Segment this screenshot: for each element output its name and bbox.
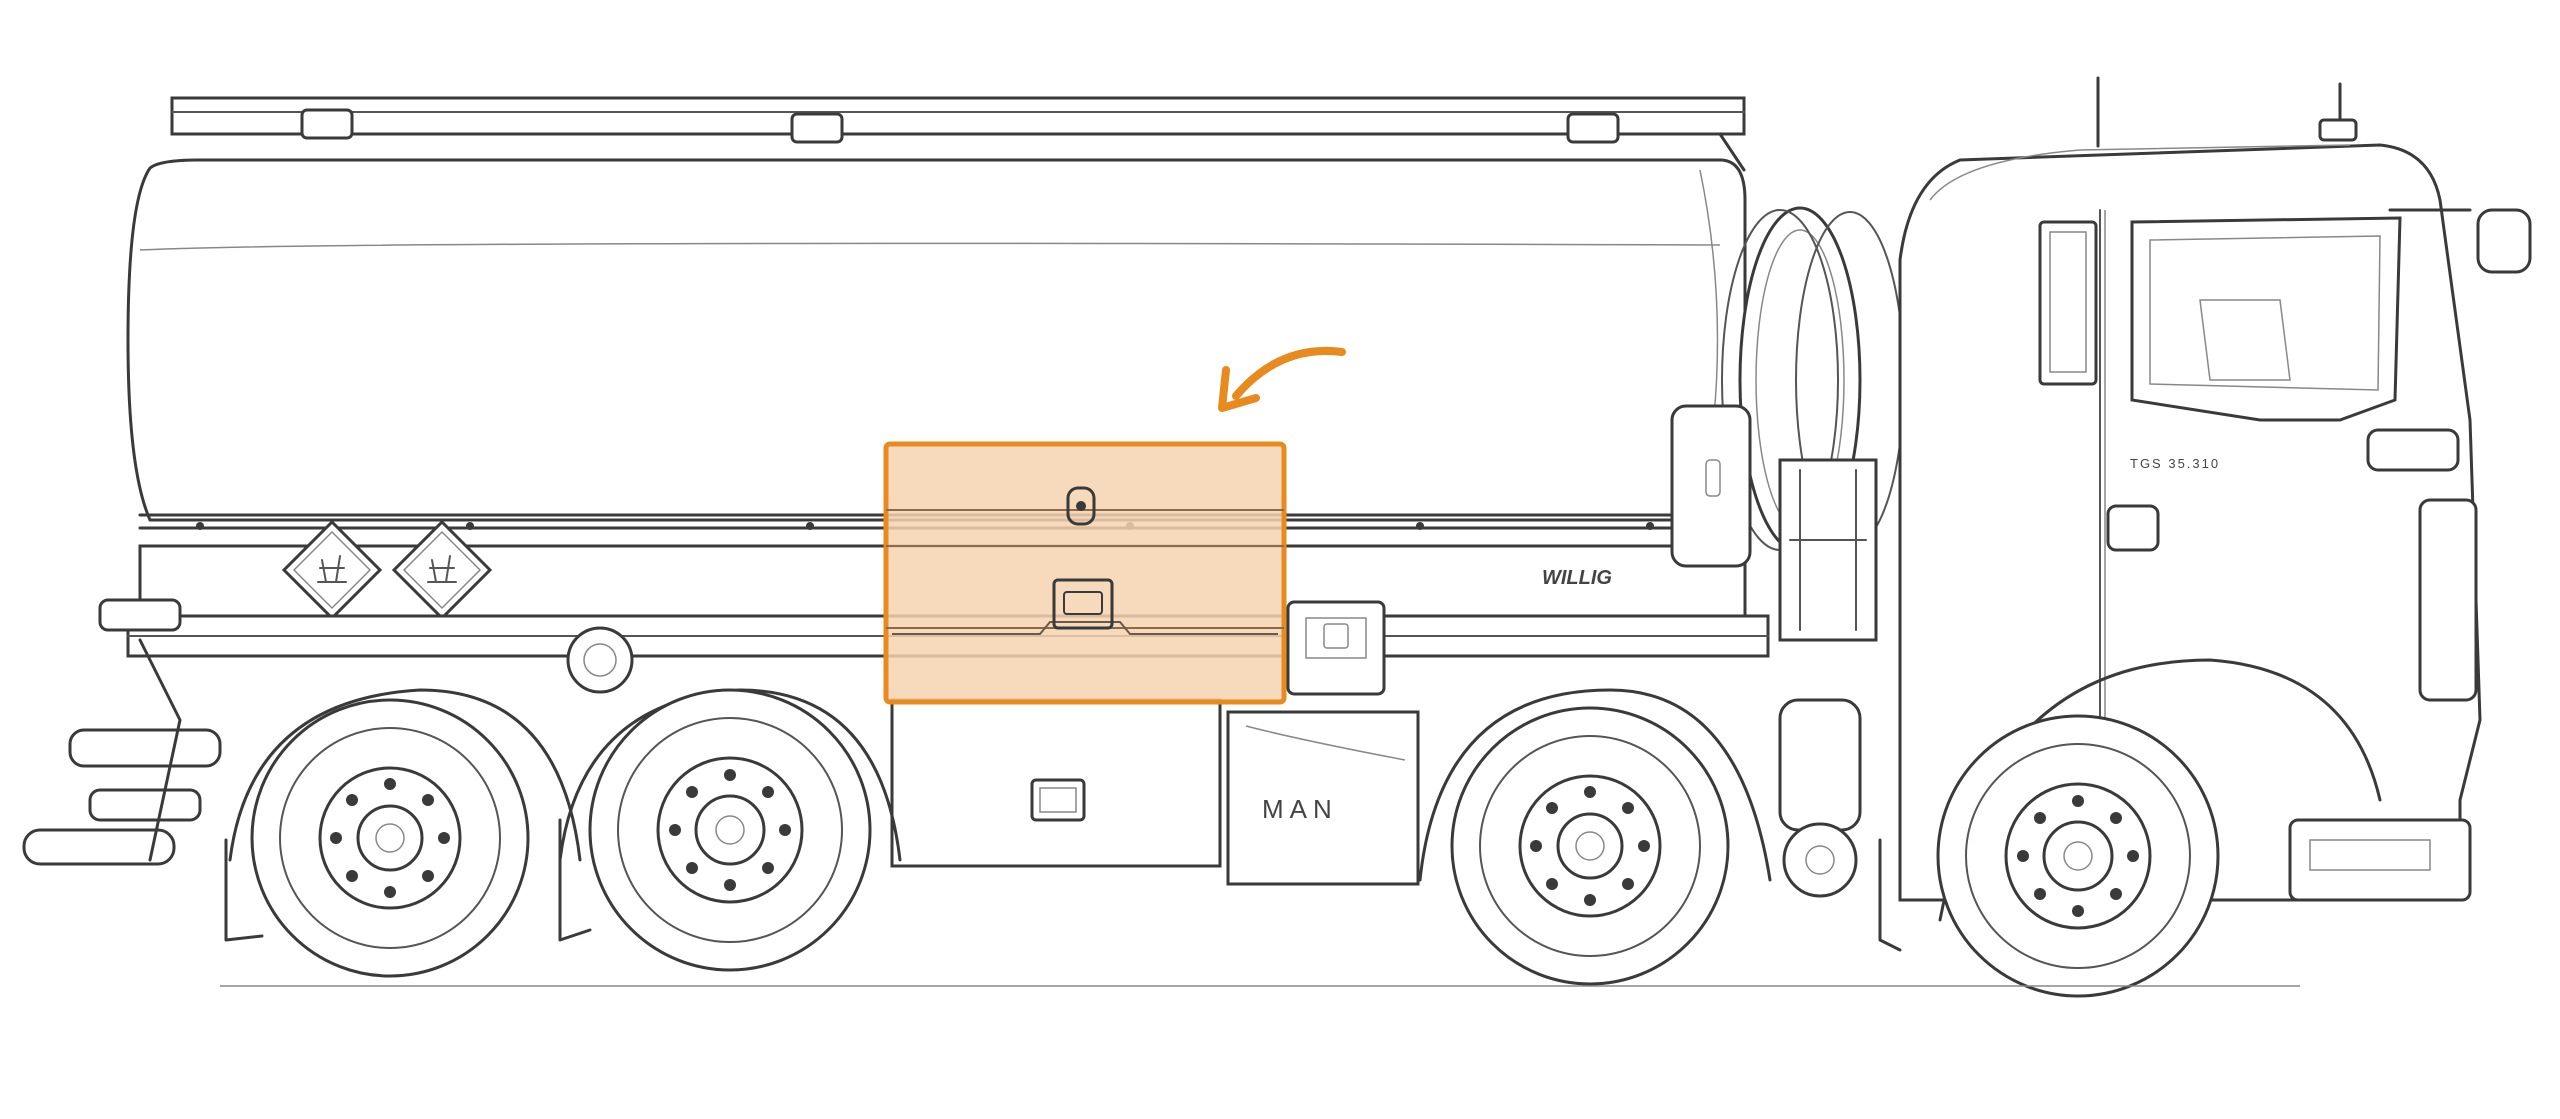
handle-icon[interactable] bbox=[1052, 578, 1114, 630]
wheel-rear-2 bbox=[588, 688, 872, 972]
truck-cab: TGS 35.310 bbox=[1898, 76, 2532, 922]
cab-model-label: TGS 35.310 bbox=[2130, 456, 2220, 471]
mudflaps bbox=[224, 818, 1902, 952]
wheel-front-2 bbox=[1936, 714, 2220, 998]
highlight-region[interactable] bbox=[883, 441, 1287, 705]
box-brand-label: MAN bbox=[1262, 794, 1338, 824]
pointer-arrow-icon bbox=[1218, 347, 1346, 412]
tank-brand-label: WILLIG bbox=[1542, 567, 1612, 589]
lock-icon[interactable] bbox=[1066, 486, 1096, 526]
storage-cabinet bbox=[890, 698, 1222, 868]
tank-top-rail bbox=[170, 96, 1746, 172]
hose-reel bbox=[1670, 206, 1905, 898]
control-panel bbox=[1286, 600, 1386, 696]
highlighted-toolbox[interactable] bbox=[883, 441, 1287, 705]
wheel-front-1 bbox=[1450, 706, 1730, 986]
battery-box: MAN bbox=[1226, 710, 1420, 886]
wheel-rear-1 bbox=[250, 698, 530, 978]
